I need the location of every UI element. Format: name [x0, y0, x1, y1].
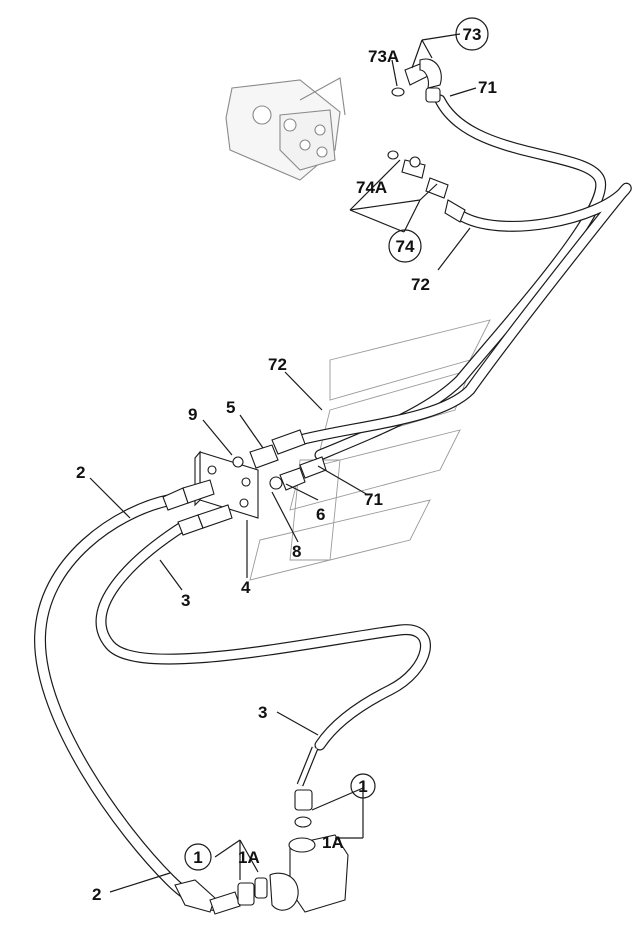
- callout-9: 9: [188, 405, 197, 424]
- bracket-fittings: [162, 429, 327, 536]
- fitting-74: [387, 150, 466, 223]
- fitting-73: [391, 58, 442, 103]
- callout-1a-right: 1A: [322, 833, 344, 852]
- callout-74: 74: [396, 237, 415, 256]
- callout-8: 8: [292, 542, 301, 561]
- bottom-left-fitting: [174, 877, 268, 915]
- leader-lines: [89, 33, 477, 893]
- callout-3-top: 3: [181, 591, 190, 610]
- callout-71-top: 71: [478, 78, 497, 97]
- hose-2: [33, 494, 221, 911]
- callout-73a: 73A: [368, 47, 399, 66]
- callout-1-left: 1: [193, 848, 202, 867]
- bottom-valve: [269, 789, 349, 913]
- callout-73: 73: [463, 25, 482, 44]
- valve-block: [225, 77, 346, 181]
- hose-3: [95, 519, 431, 787]
- callout-3-bottom: 3: [258, 703, 267, 722]
- callout-6: 6: [316, 505, 325, 524]
- callout-5: 5: [226, 398, 235, 417]
- bracket-4: [194, 450, 259, 519]
- callout-71-mid: 71: [364, 490, 383, 509]
- callout-rings: [184, 17, 489, 871]
- callout-1-right: 1: [358, 777, 367, 796]
- callout-2-top: 2: [76, 463, 85, 482]
- callout-4: 4: [241, 578, 251, 597]
- callout-74a: 74A: [356, 178, 387, 197]
- callout-1a-left: 1A: [238, 848, 260, 867]
- callout-2-bottom: 2: [92, 885, 101, 904]
- callout-72-mid: 72: [268, 355, 287, 374]
- hose-72: [294, 182, 632, 446]
- callout-72-top: 72: [411, 275, 430, 294]
